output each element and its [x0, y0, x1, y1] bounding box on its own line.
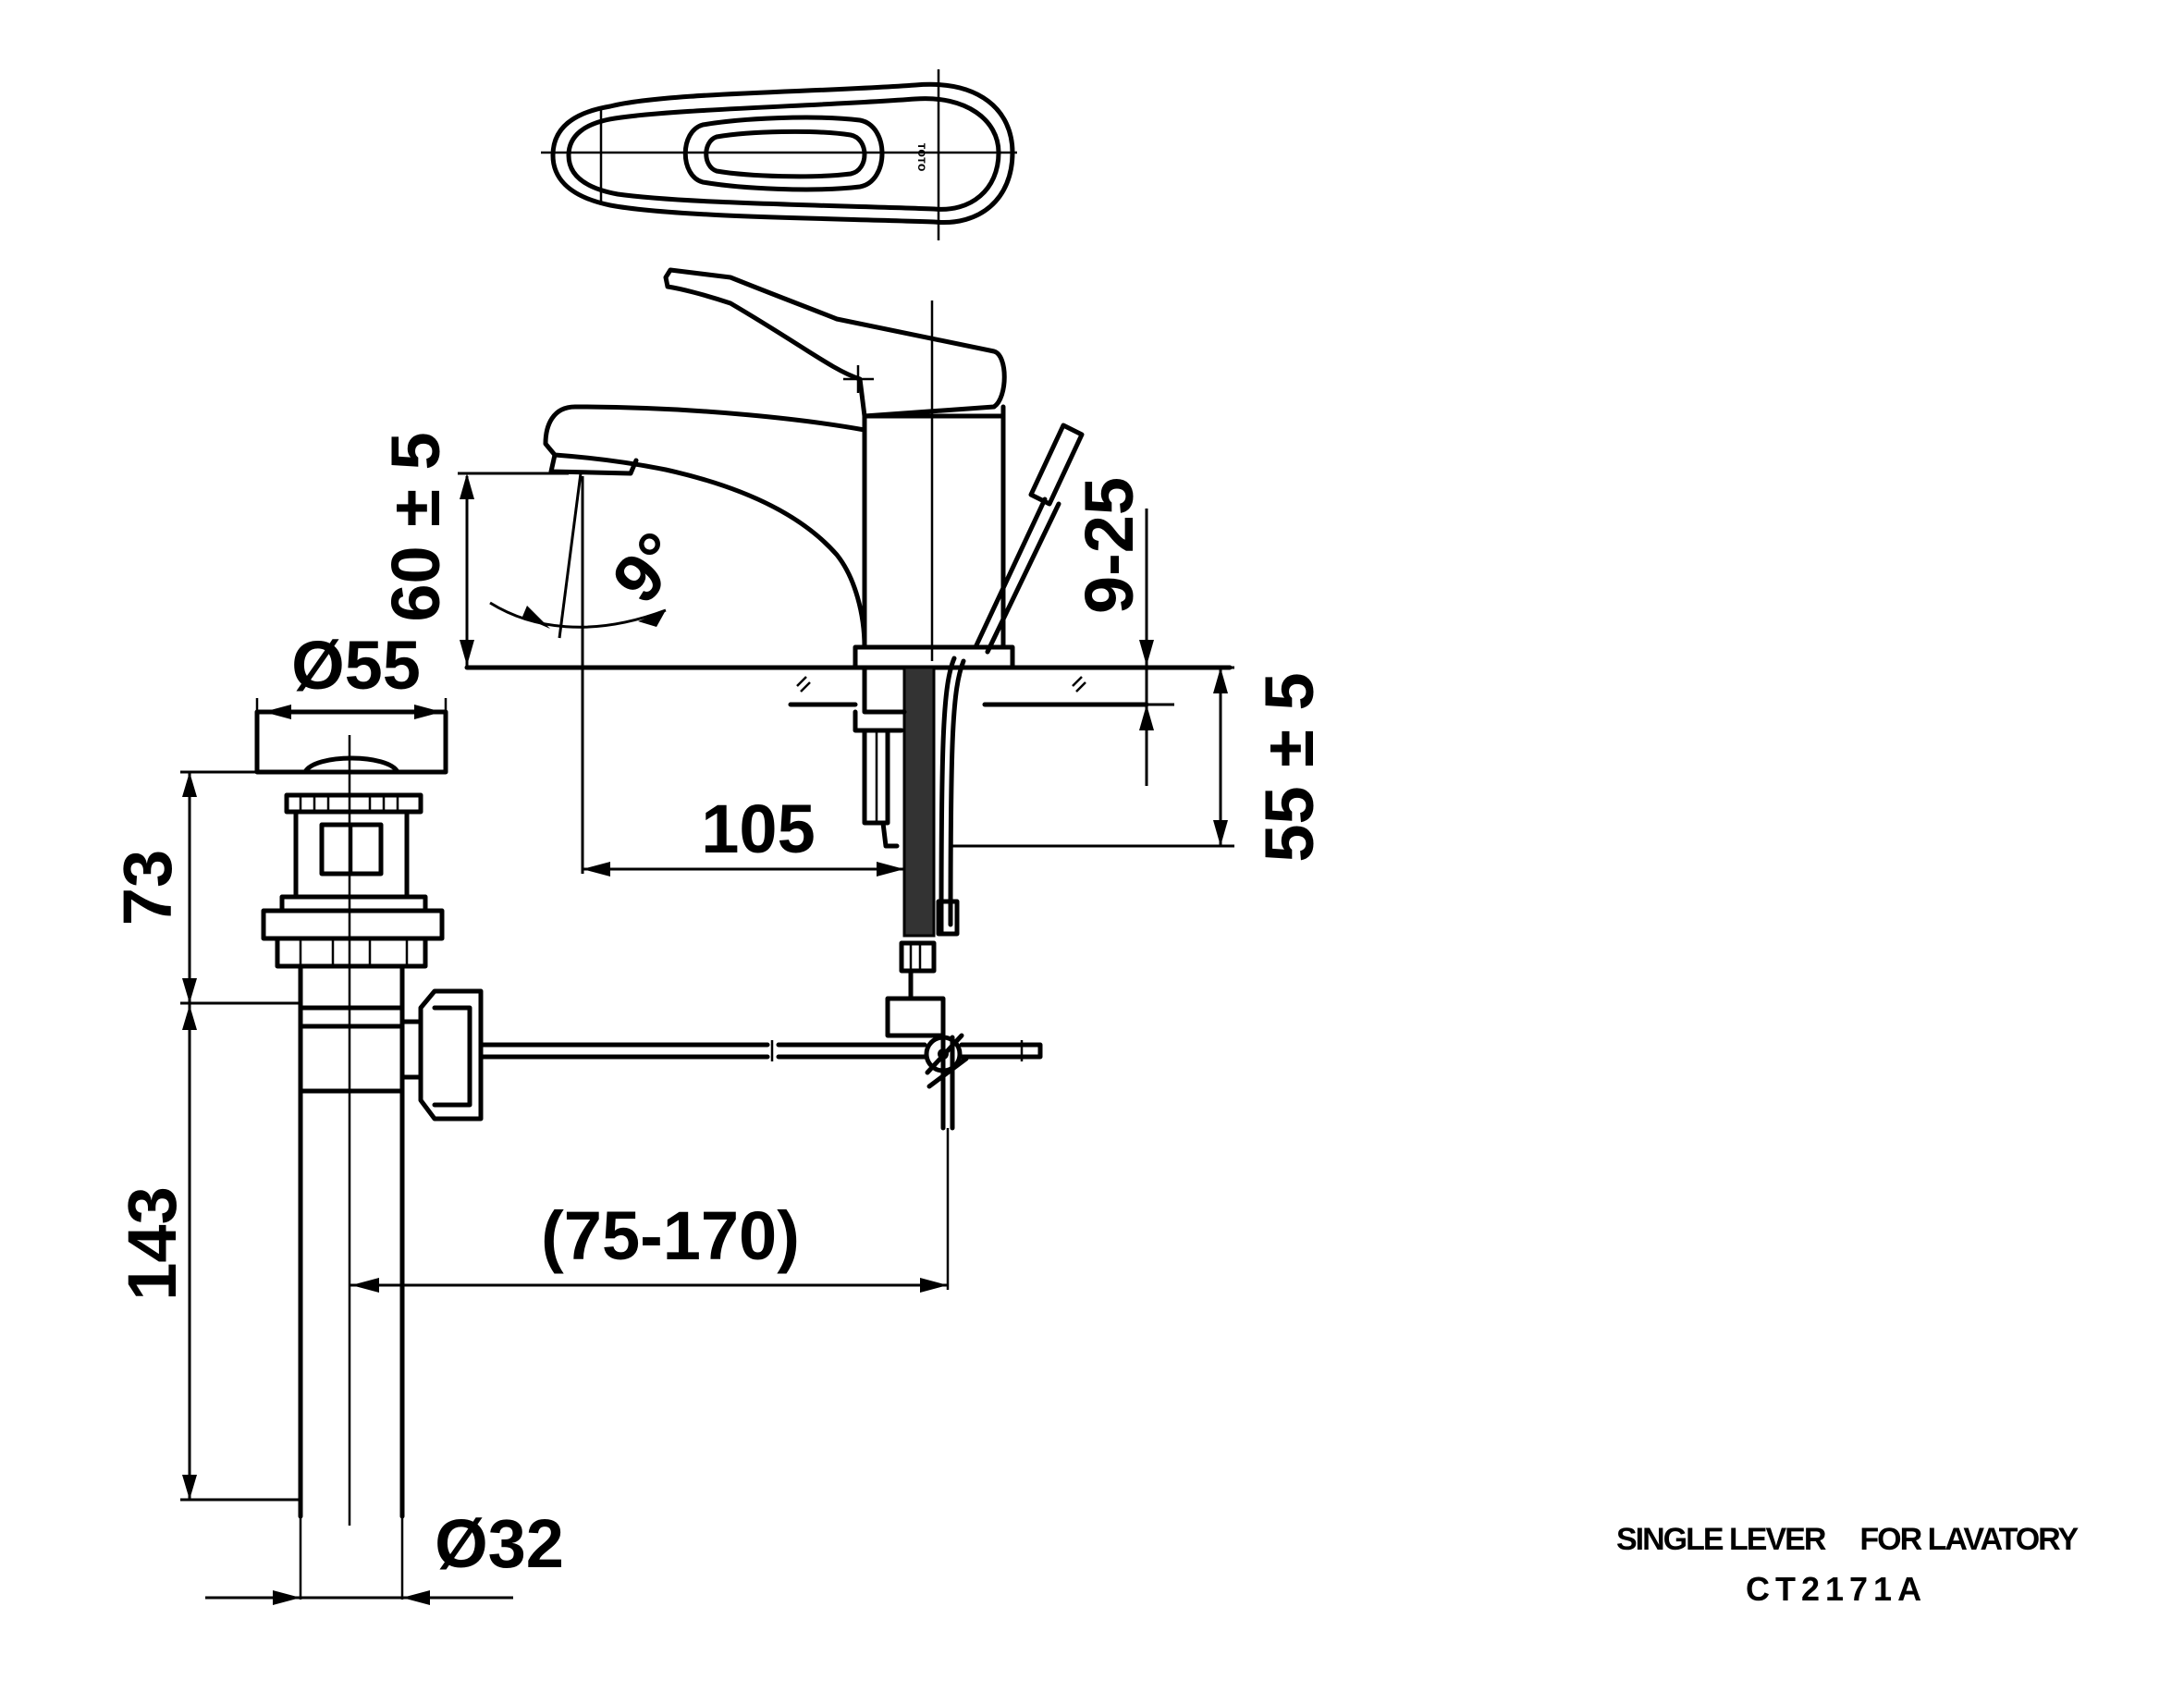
counter-and-shanks: [464, 656, 1233, 1131]
caption-model-number: CT2171A: [1746, 1570, 1928, 1608]
dim-label-75-170: (75-170): [541, 1197, 800, 1274]
caption-for-lavatory: FOR LAVATORY: [1859, 1522, 2079, 1557]
dim-label-angle: 9°: [597, 518, 698, 618]
caption-line-1: SINGLE LEVER FOR LAVATORY: [1616, 1522, 2079, 1558]
dim-label-105: 105: [701, 791, 815, 867]
popup-drain: [254, 709, 484, 1526]
dim-label-dia-55: Ø55: [291, 627, 421, 704]
svg-text:ᴛᴏᴛᴏ: ᴛᴏᴛᴏ: [915, 143, 930, 172]
faucet-side-view: [543, 267, 1085, 670]
dim-label-9-25: 9-25: [1071, 477, 1147, 614]
caption-single-lever: SINGLE LEVER: [1616, 1522, 1826, 1557]
dim-label-dia-32: Ø32: [435, 1505, 564, 1582]
dimension-lines: [180, 472, 1234, 1605]
dim-label-73: 73: [109, 850, 186, 926]
dim-label-55: 55 ± 5: [1251, 672, 1328, 862]
dim-label-60: 60 ± 5: [377, 432, 454, 621]
dim-label-143: 143: [114, 1186, 190, 1300]
lever-top-view: ᴛᴏᴛᴏ: [541, 69, 1017, 240]
